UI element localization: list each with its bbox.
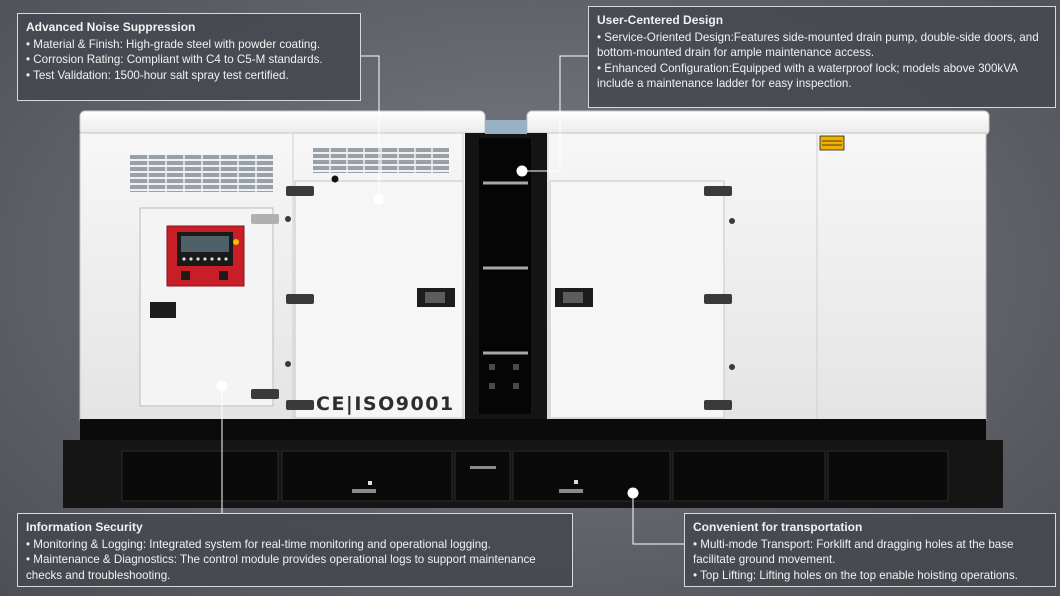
- noise-suppression-callout: Advanced Noise Suppression Material & Fi…: [17, 13, 361, 101]
- access-door-left: [294, 180, 464, 419]
- user-centered-design-item: Service-Oriented Design:Features side-mo…: [597, 30, 1047, 61]
- base-frame: [63, 419, 1003, 508]
- access-door-right: [549, 180, 725, 419]
- information-security-item: Monitoring & Logging: Integrated system …: [26, 537, 564, 553]
- user-centered-design-title: User-Centered Design: [597, 13, 724, 27]
- callout-leader-lines: [221, 55, 684, 545]
- control-panel: [166, 225, 245, 287]
- door-hinges: [251, 186, 735, 410]
- enclosure-roof: [79, 110, 990, 136]
- noise-suppression-item: Corrosion Rating: Compliant with C4 to C…: [26, 52, 352, 68]
- noise-suppression-title: Advanced Noise Suppression: [26, 20, 196, 34]
- noise-suppression-item: Material & Finish: High-grade steel with…: [26, 37, 352, 53]
- maintenance-ladder: [465, 120, 547, 420]
- transportation-callout: Convenient for transportation Multi-mode…: [684, 513, 1056, 587]
- warning-label-icon: [819, 135, 845, 151]
- vent-grille-left: [130, 155, 273, 192]
- transportation-item: Multi-mode Transport: Forklift and dragg…: [693, 537, 1047, 568]
- transportation-title: Convenient for transportation: [693, 520, 863, 534]
- information-security-title: Information Security: [26, 520, 143, 534]
- certification-mark: CE|ISO9001: [316, 393, 455, 415]
- information-security-item: Maintenance & Diagnostics: The control m…: [26, 552, 564, 583]
- noise-suppression-item: Test Validation: 1500-hour salt spray te…: [26, 68, 352, 84]
- vent-grille-right: [313, 148, 449, 173]
- user-centered-design-callout: User-Centered Design Service-Oriented De…: [588, 6, 1056, 108]
- transportation-item: Top Lifting: Lifting holes on the top en…: [693, 568, 1047, 584]
- information-security-callout: Information Security Monitoring & Loggin…: [17, 513, 573, 587]
- user-centered-design-item: Enhanced Configuration:Equipped with a w…: [597, 61, 1047, 92]
- callout-anchor-dots: [216, 165, 639, 499]
